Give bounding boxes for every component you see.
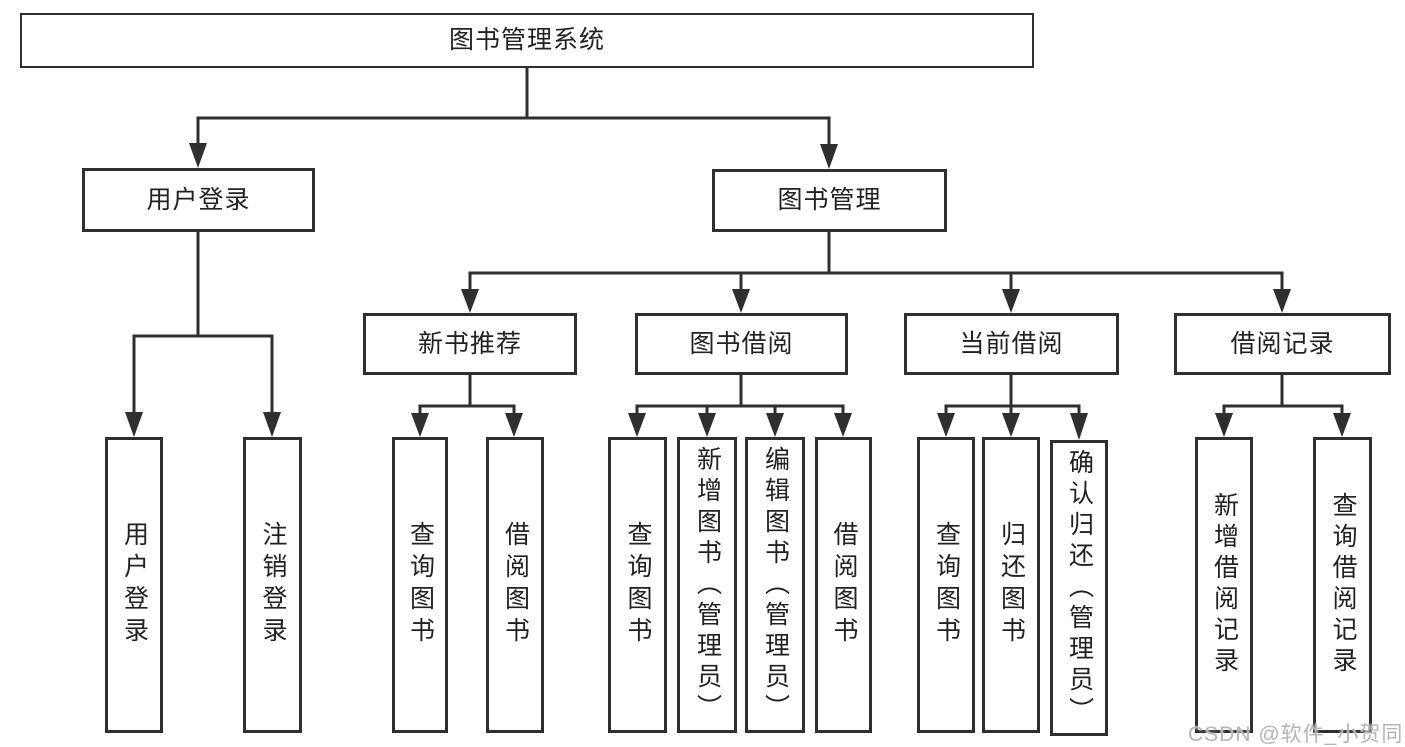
node-label: 查询借阅记录: [1329, 492, 1357, 678]
node-label: 当前借阅: [959, 329, 1064, 358]
leaf-add-book-admin: 新增图书（管理员）: [677, 437, 737, 733]
node-book-management: 图书管理: [712, 169, 947, 232]
leaf-logout: 注销登录: [243, 437, 302, 733]
node-label: 确认归还（管理员）: [1065, 448, 1094, 728]
node-label: 查询图书: [932, 521, 961, 649]
leaf-query-books-current: 查询图书: [917, 437, 975, 733]
leaf-query-borrow-record: 查询借阅记录: [1313, 437, 1372, 733]
node-label: 用户登录: [120, 521, 149, 649]
leaf-add-borrow-record: 新增借阅记录: [1195, 437, 1253, 733]
node-label: 注销登录: [259, 521, 287, 649]
node-label: 借阅图书: [501, 521, 530, 649]
node-label: 编辑图书（管理员）: [761, 445, 790, 725]
leaf-edit-book-admin: 编辑图书（管理员）: [745, 437, 805, 733]
node-label: 用户登录: [146, 185, 251, 214]
node-label: 查询图书: [624, 521, 652, 649]
node-current-borrow: 当前借阅: [904, 313, 1119, 375]
node-label: 新增借阅记录: [1210, 492, 1239, 678]
node-borrow-records: 借阅记录: [1174, 313, 1391, 375]
leaf-query-books-recommend: 查询图书: [392, 437, 448, 733]
node-label: 新书推荐: [417, 329, 522, 358]
leaf-confirm-return-admin: 确认归还（管理员）: [1050, 440, 1108, 736]
node-label: 新增图书（管理员）: [693, 445, 722, 725]
node-label: 图书管理系统: [448, 26, 605, 54]
node-new-book-recommend: 新书推荐: [363, 313, 577, 375]
leaf-borrow-books-recommend: 借阅图书: [486, 437, 544, 733]
node-label: 图书借阅: [689, 329, 794, 358]
node-label: 图书管理: [777, 186, 882, 214]
leaf-return-books: 归还图书: [982, 437, 1040, 733]
node-user-login: 用户登录: [82, 168, 315, 232]
node-label: 查询图书: [406, 521, 435, 649]
node-label: 借阅记录: [1230, 329, 1335, 358]
leaf-user-login: 用户登录: [105, 437, 163, 733]
node-root-library-system: 图书管理系统: [20, 13, 1034, 68]
arrowhead-icons: [125, 143, 1351, 440]
node-label: 归还图书: [997, 521, 1026, 649]
watermark: CSDN @软件_小贺同学: [1188, 723, 1405, 746]
leaf-borrow-books: 借阅图书: [815, 437, 872, 733]
node-label: 借阅图书: [830, 521, 858, 649]
node-book-borrow: 图书借阅: [635, 313, 848, 375]
leaf-query-books-borrow: 查询图书: [608, 437, 667, 733]
